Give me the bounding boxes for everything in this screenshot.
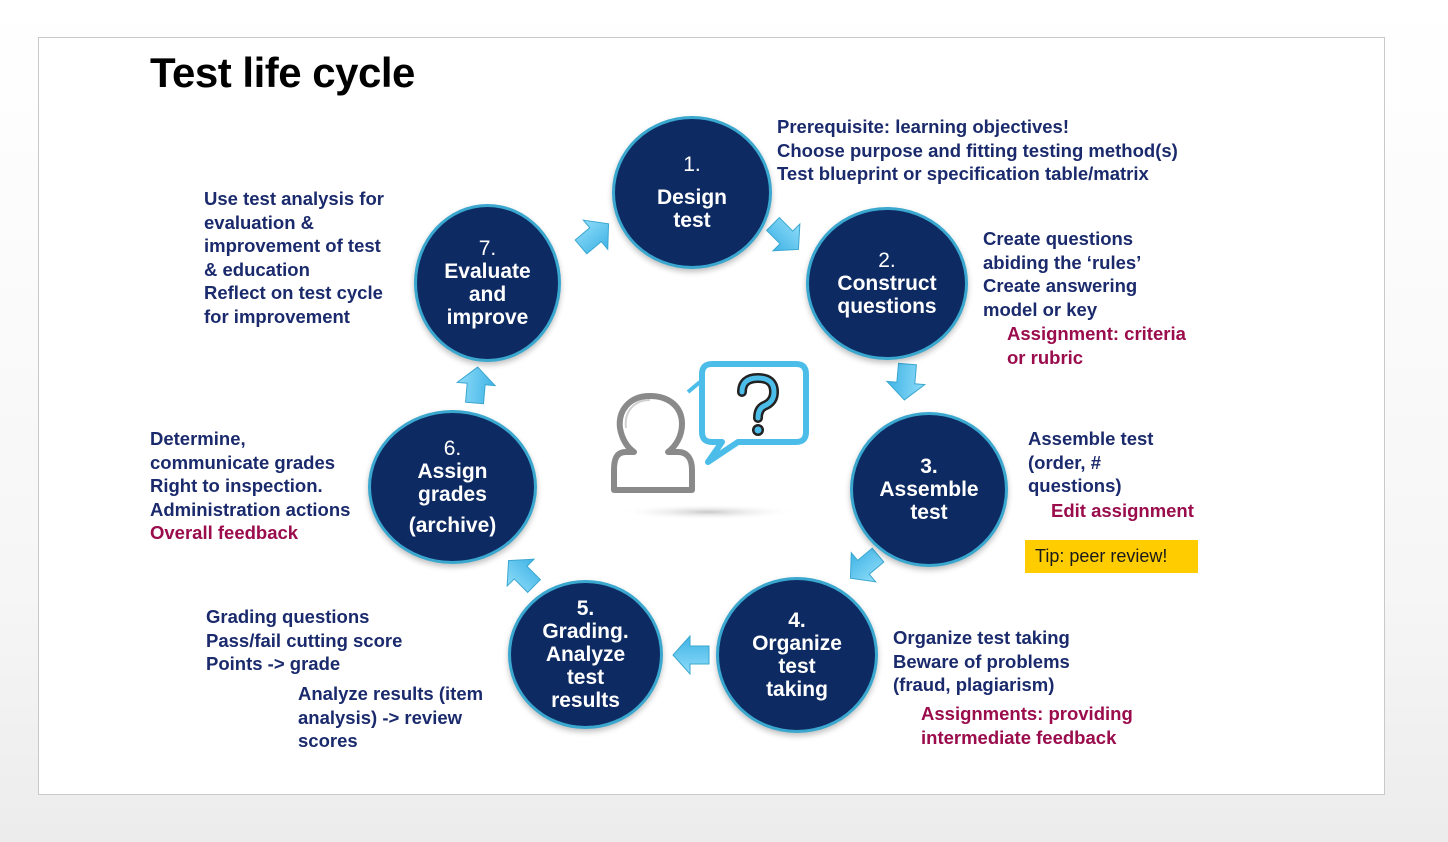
note-line: & education	[204, 258, 310, 280]
step-number: 3.	[920, 455, 938, 478]
note-line: scores	[298, 730, 358, 751]
step-5-circle: 5. Grading. Analyze test results	[508, 580, 663, 729]
cycle-arrow-7	[574, 219, 610, 255]
note-line: Pass/fail cutting score	[206, 629, 403, 651]
cycle-arrow-2	[885, 362, 927, 401]
slide-title: Test life cycle	[150, 49, 415, 96]
step-number: 2.	[878, 249, 896, 272]
note-line: Administration actions	[150, 498, 351, 520]
note-line: improvement of test	[204, 235, 381, 256]
note-line: abiding the ‘rules’	[983, 251, 1142, 273]
step-label-extra: (archive)	[408, 514, 497, 537]
note-line: Assemble test	[1028, 428, 1154, 449]
step-number: 7.	[478, 237, 497, 260]
step-3-circle: 3. Assemble test	[850, 412, 1008, 567]
step-3-highlight: Edit assignment	[1051, 499, 1194, 523]
step-2-circle: 2. Construct questions	[806, 207, 968, 360]
note-line: Create questions	[983, 228, 1134, 249]
step-4-notes: Organize test taking Beware of problems …	[893, 626, 1070, 697]
cycle-arrow-5	[506, 558, 542, 594]
note-line: (fraud, plagiarism)	[893, 674, 1055, 695]
note-line: Organize test taking	[893, 627, 1070, 648]
step-1-notes: Prerequisite: learning objectives! Choos…	[777, 115, 1178, 186]
note-line: or rubric	[1007, 346, 1084, 368]
tip-box: Tip: peer review!	[1025, 540, 1198, 573]
step-number: 1.	[683, 153, 701, 176]
cycle-arrow-1	[765, 216, 801, 252]
note-line: Test blueprint or specification table/ma…	[777, 163, 1149, 184]
step-2-notes: Create questions abiding the ‘rules’ Cre…	[983, 227, 1141, 321]
step-5-notes-b: Analyze results (item analysis) -> revie…	[298, 682, 483, 753]
note-line: evaluation &	[204, 211, 314, 233]
note-line: Edit assignment	[1051, 500, 1194, 521]
note-line: intermediate feedback	[921, 726, 1117, 748]
step-1-circle: 1. Design test	[612, 116, 772, 269]
note-line: Reflect on test cycle	[204, 282, 383, 303]
note-line: Points -> grade	[206, 653, 341, 674]
step-label: Grading. Analyze test results	[542, 620, 629, 712]
note-line: for improvement	[204, 305, 350, 327]
cycle-arrow-3	[849, 547, 885, 583]
note-line: Use test analysis for	[204, 188, 384, 209]
step-5-notes-a: Grading questions Pass/fail cutting scor…	[206, 605, 402, 676]
note-line: Create answering	[983, 275, 1138, 296]
step-6-circle: 6. Assign grades (archive)	[368, 410, 537, 564]
note-line: Determine,	[150, 428, 246, 449]
step-number: 5.	[576, 597, 595, 620]
note-line: Overall feedback	[150, 522, 299, 543]
note-line: Grading questions	[206, 606, 370, 627]
note-line: communicate grades	[150, 451, 336, 473]
note-line: Choose purpose and fitting testing metho…	[777, 139, 1178, 161]
step-number: 6.	[443, 437, 462, 460]
step-label: Organize test taking	[752, 632, 842, 701]
note-line: Analyze results (item	[298, 683, 484, 704]
step-label: Evaluate and improve	[444, 260, 531, 329]
step-7-circle: 7. Evaluate and improve	[414, 204, 561, 362]
step-4-highlight: Assignments: providing intermediate feed…	[921, 702, 1133, 749]
note-line: model or key	[983, 298, 1098, 320]
step-3-notes: Assemble test (order, # questions)	[1028, 427, 1153, 498]
note-line: questions)	[1028, 475, 1122, 496]
note-line: Prerequisite: learning objectives!	[777, 116, 1069, 137]
step-7-notes: Use test analysis for evaluation & impro…	[204, 187, 384, 328]
step-2-highlight: Assignment: criteria or rubric	[1007, 322, 1186, 369]
cycle-arrow-4	[672, 634, 710, 676]
note-line: analysis) -> review	[298, 706, 463, 728]
note-line: Right to inspection.	[150, 475, 323, 496]
step-label: Assemble test	[879, 478, 979, 524]
step-number: 4.	[788, 609, 806, 632]
cycle-arrow-6	[455, 366, 497, 405]
step-6-notes: Determine, communicate grades Right to i…	[150, 427, 350, 545]
note-line: Assignments: providing	[921, 703, 1133, 724]
user-question-icon	[611, 361, 809, 520]
note-line: (order, #	[1028, 451, 1101, 473]
step-label: Assign grades	[417, 460, 488, 506]
step-4-circle: 4. Organize test taking	[716, 577, 878, 733]
note-line: Beware of problems	[893, 650, 1070, 672]
note-line: Assignment: criteria	[1007, 323, 1186, 344]
step-label: Design test	[656, 186, 727, 232]
step-label: Construct questions	[837, 272, 937, 318]
